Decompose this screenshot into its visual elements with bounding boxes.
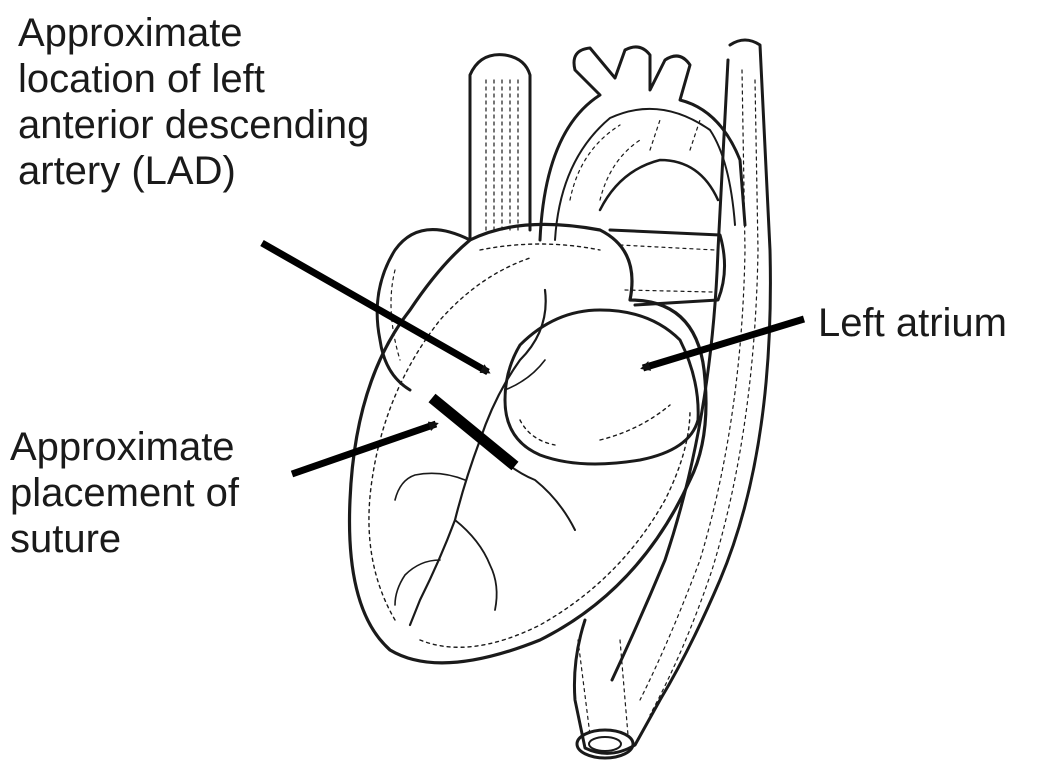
lad-label-line-3: anterior descending: [18, 103, 370, 147]
lad-label: Approximate location of left anterior de…: [18, 10, 369, 194]
inferior-vessel-opening: [575, 728, 635, 760]
lad-label-line-2: location of left: [18, 57, 265, 101]
suture-label: Approximate placement of suture: [10, 424, 239, 562]
suture-bar: [428, 393, 519, 471]
suture-label-line-2: placement of: [10, 471, 240, 515]
left-atrium-arrow: [640, 315, 806, 372]
lad-label-line-4: artery (LAD): [18, 149, 236, 193]
lad-arrow: [260, 239, 491, 376]
suture-label-line-3: suture: [10, 517, 122, 561]
heart-outline: [347, 222, 708, 665]
left-atrium-label: Left atrium: [818, 300, 1007, 346]
right-atrium: [375, 228, 472, 392]
descending-aorta: [572, 38, 772, 755]
pulmonary-artery: [608, 228, 727, 307]
aortic-arch: [538, 45, 747, 242]
suture-label-line-1: Approximate: [10, 425, 235, 469]
superior-vena-cava: [468, 53, 532, 242]
suture-arrow: [290, 420, 439, 478]
left-atrium-label-line-1: Left atrium: [818, 301, 1007, 345]
lad-label-line-1: Approximate: [18, 11, 243, 55]
left-atrium-shape: [503, 308, 700, 466]
